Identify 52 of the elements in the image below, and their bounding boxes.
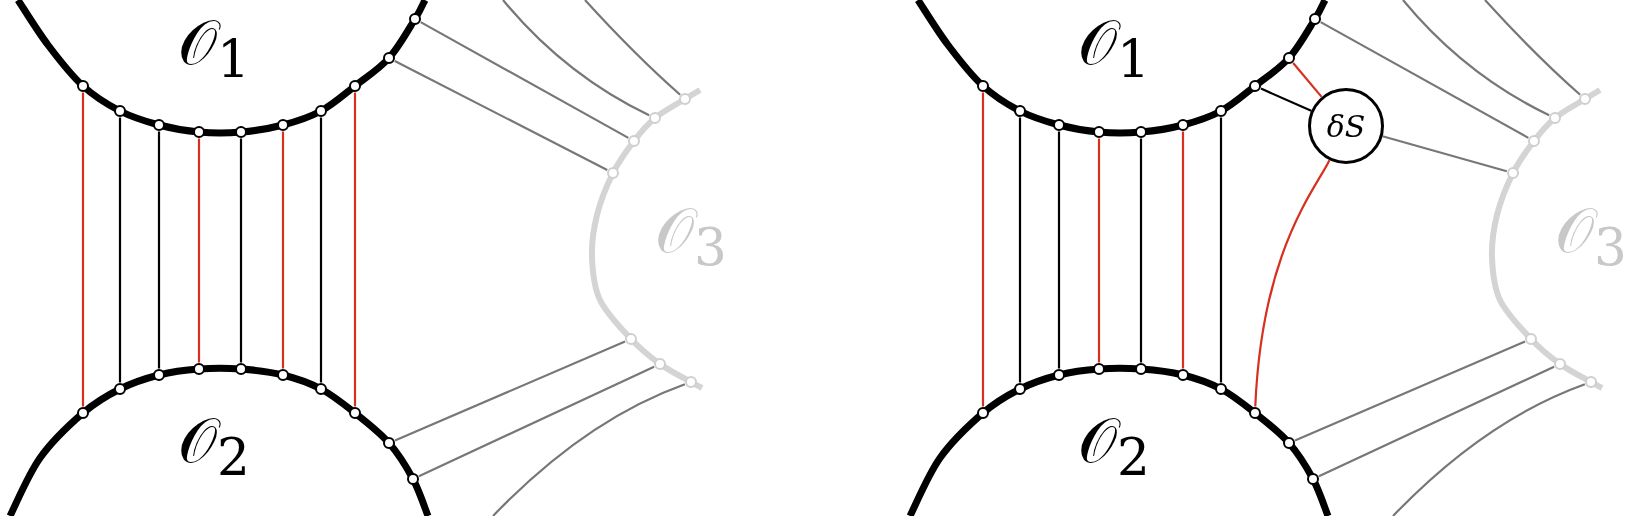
vertex-circle [1308, 12, 1321, 25]
connector-line [239, 138, 243, 363]
connector-line [319, 117, 323, 383]
connector-line [353, 92, 357, 407]
connector-line [1382, 135, 1508, 173]
connector-line [1294, 340, 1526, 442]
operator-label: 𝒪$_{2}$ [1078, 410, 1150, 485]
connector-line [1484, 0, 1581, 96]
vertex-circle [348, 79, 361, 92]
connector-line [1097, 138, 1101, 363]
connector-line [418, 365, 655, 478]
connector-line [197, 138, 201, 363]
connector-line [81, 92, 85, 407]
operator-label: 𝒪$_{1}$ [1078, 12, 1150, 87]
vertex-circle [648, 111, 661, 124]
connector-line [1219, 117, 1223, 383]
connector-line [1139, 138, 1143, 363]
connector-line [1320, 21, 1529, 139]
vertex-circle [314, 104, 327, 117]
connector-line [584, 0, 681, 96]
vertex-circle [408, 12, 421, 25]
connector-line [1292, 62, 1323, 98]
operator-label: 𝒪$_{1}$ [178, 12, 250, 87]
operator-symbol: δS [1326, 108, 1366, 144]
operator-label: 𝒪$_{2}$ [178, 410, 250, 485]
connector-line [1318, 365, 1555, 478]
connector-line [394, 60, 608, 171]
connector-line [1260, 87, 1312, 112]
vertex-circle [276, 118, 289, 131]
vertex-circle [1548, 111, 1561, 124]
vertex-circle [1506, 166, 1519, 179]
vertex-circle [1176, 118, 1189, 131]
connector-line [281, 131, 285, 369]
connector-line [1018, 117, 1022, 383]
connector-line [420, 21, 629, 139]
connector-line [981, 92, 985, 407]
connector-line [1392, 383, 1586, 516]
vertex-circle [192, 125, 205, 138]
vertex-circle [1092, 125, 1105, 138]
connector-line [118, 117, 122, 383]
vertex-circle [1248, 79, 1261, 92]
vertex-circle [1282, 51, 1295, 64]
connector-line [157, 131, 161, 369]
vertex-circle [1214, 104, 1227, 117]
connector-line [1402, 0, 1550, 117]
connector-line [1057, 131, 1061, 369]
vertex-circle [382, 51, 395, 64]
connector-line [492, 383, 686, 516]
connector-line [1181, 131, 1185, 369]
connector-line [394, 340, 626, 442]
connector-line [502, 0, 650, 117]
connector-line [1254, 159, 1331, 407]
